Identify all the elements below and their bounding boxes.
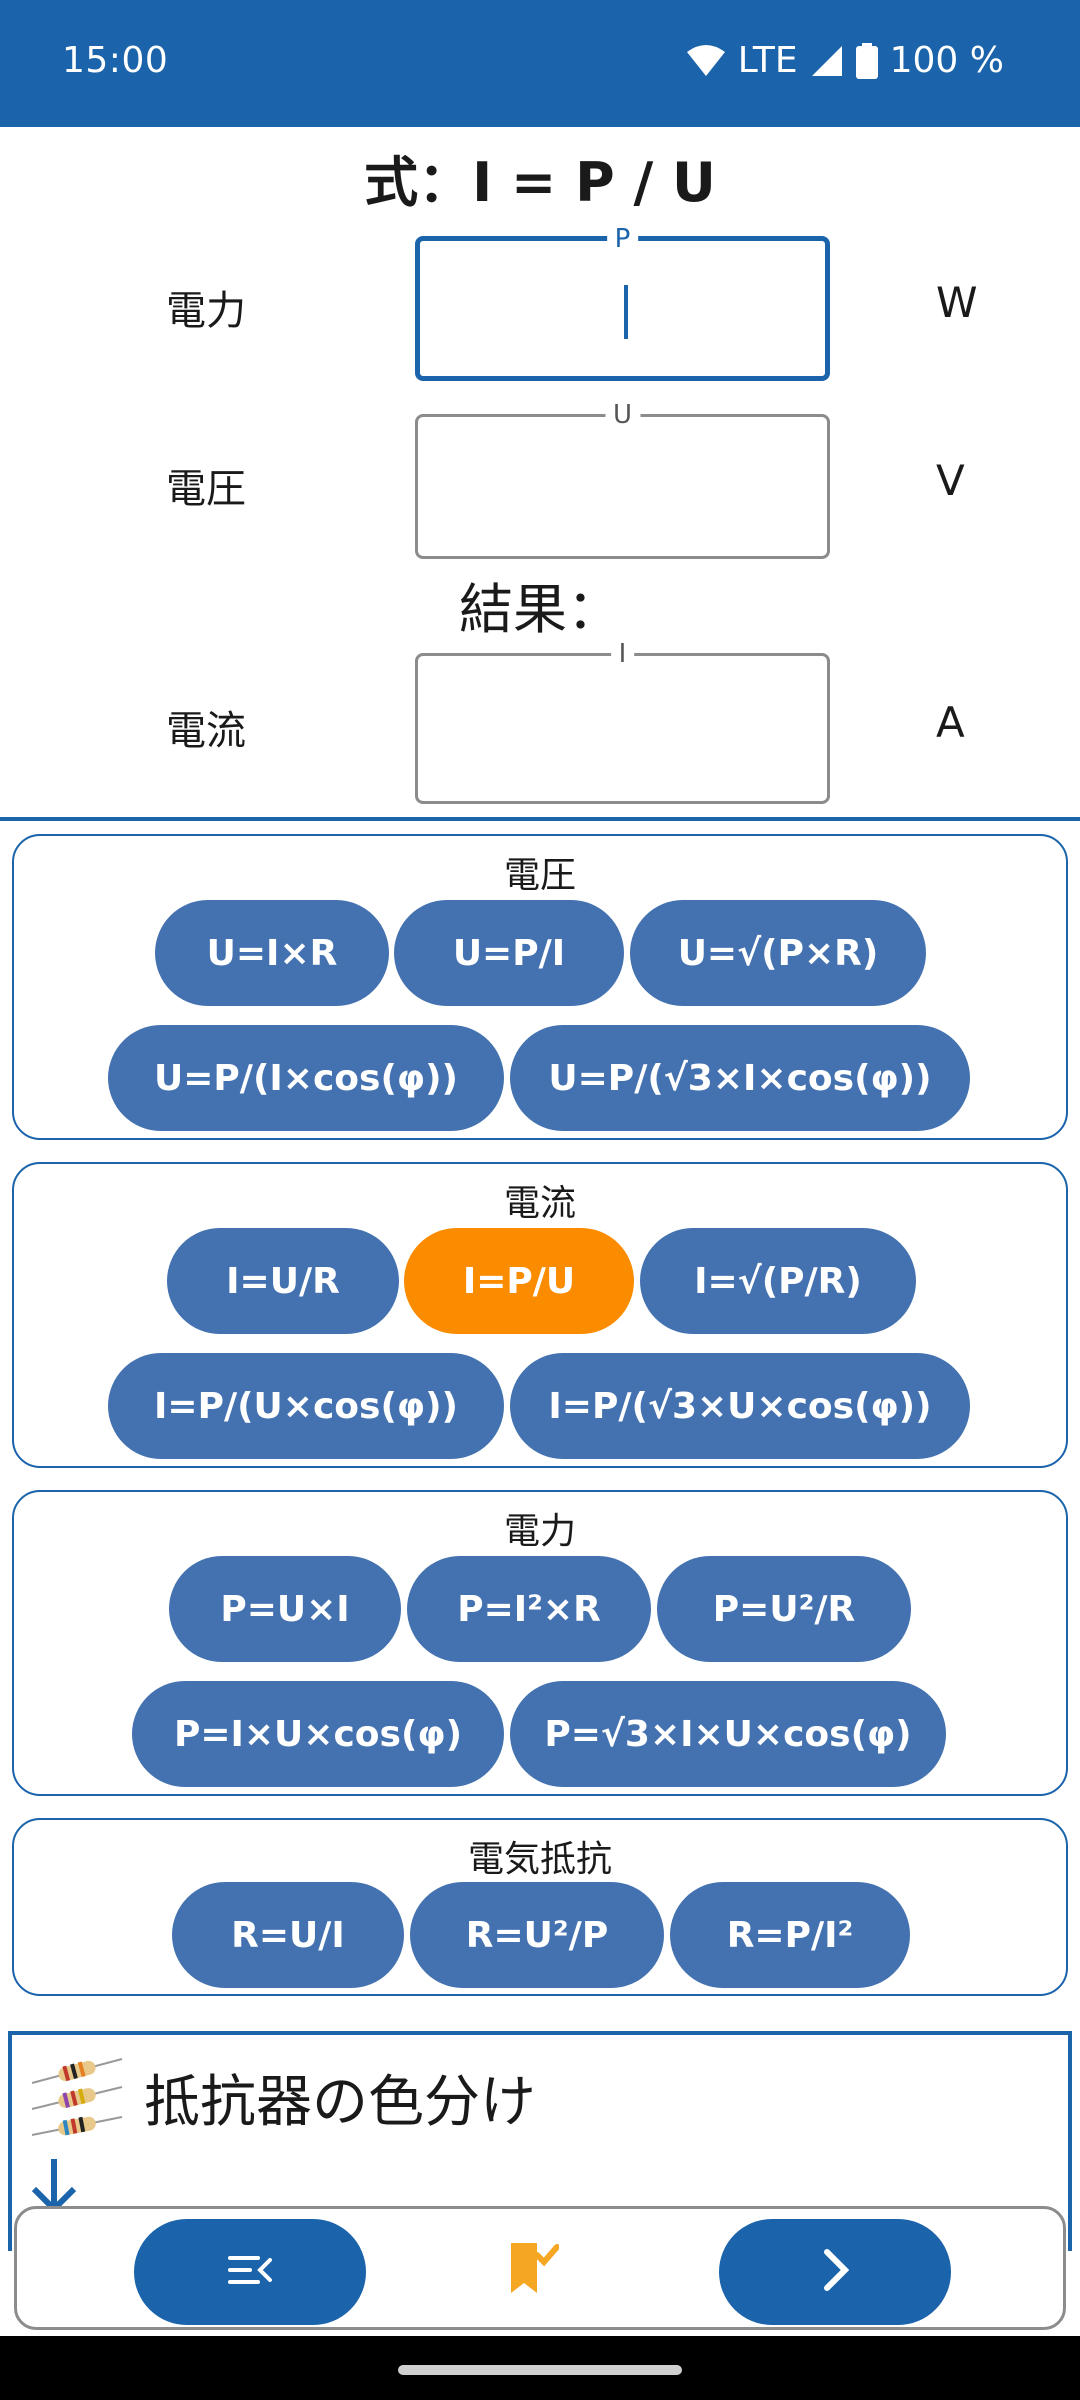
current-output-legend: I [610, 640, 635, 668]
battery-level: 100 % [889, 40, 1004, 81]
formula-chip[interactable]: P=U²/R [657, 1556, 911, 1662]
divider [0, 817, 1080, 821]
bookmark-button[interactable] [507, 2237, 560, 2303]
formula-chip[interactable]: U=P/(√3×I×cos(φ)) [510, 1025, 970, 1131]
power-label: 電力 [166, 288, 246, 334]
formula-chip[interactable]: U=P/I [394, 900, 624, 1006]
menu-button[interactable] [134, 2219, 366, 2325]
group-title: 電圧 [503, 855, 576, 896]
formula-chip[interactable]: R=U/I [172, 1882, 404, 1988]
formula-chip[interactable]: I=√(P/R) [640, 1228, 916, 1334]
group-title: 電流 [503, 1183, 576, 1224]
formula-chip[interactable]: I=P/(√3×U×cos(φ)) [510, 1353, 970, 1459]
bookmark-check-icon [507, 2243, 560, 2303]
formula-chip[interactable]: P=I²×R [407, 1556, 651, 1662]
current-output: I [415, 640, 830, 804]
formula-chip[interactable]: U=P/(I×cos(φ)) [108, 1025, 504, 1131]
power-unit: W [936, 278, 978, 327]
status-bar: 15:00 LTE 100 % [0, 0, 1080, 127]
power-formula-group: 電力 P=U×I P=I²×R P=U²/R P=I×U×cos(φ) P=√3… [12, 1490, 1068, 1796]
formula-chip[interactable]: I=U/R [167, 1228, 399, 1334]
status-icons: LTE 100 % [686, 40, 1004, 81]
formula-chip[interactable]: R=P/I² [670, 1882, 910, 1988]
resistance-formula-group: 電気抵抗 R=U/I R=U²/P R=P/I² [12, 1818, 1068, 1996]
result-label: 結果： [459, 578, 621, 641]
voltage-input-legend: U [604, 401, 641, 429]
next-button[interactable] [719, 2219, 951, 2325]
formula-chip-selected[interactable]: I=P/U [404, 1228, 634, 1334]
resistor-card-title: 抵抗器の色分け [144, 2070, 536, 2135]
chevron-right-icon [819, 2246, 851, 2298]
voltage-formula-group: 電圧 U=I×R U=P/I U=√(P×R) U=P/(I×cos(φ)) U… [12, 834, 1068, 1140]
voltage-input[interactable]: U [415, 401, 830, 559]
power-input-legend: P [606, 225, 639, 253]
formula-chip[interactable]: U=√(P×R) [630, 900, 926, 1006]
formula-chip[interactable]: P=U×I [169, 1556, 401, 1662]
formula-chip[interactable]: U=I×R [155, 900, 389, 1006]
wifi-icon [686, 44, 726, 78]
signal-icon [810, 44, 844, 78]
status-time: 15:00 [62, 40, 169, 81]
current-unit: A [936, 698, 965, 747]
formula-chip[interactable]: P=I×U×cos(φ) [132, 1681, 504, 1787]
group-title: 電力 [503, 1511, 576, 1552]
voltage-label: 電圧 [166, 466, 246, 512]
power-input[interactable]: P [415, 225, 830, 381]
group-title: 電気抵抗 [467, 1839, 612, 1880]
current-formula-group: 電流 I=U/R I=P/U I=√(P/R) I=P/(U×cos(φ)) I… [12, 1162, 1068, 1468]
network-type: LTE [737, 40, 798, 81]
formula-chip[interactable]: I=P/(U×cos(φ)) [108, 1353, 504, 1459]
battery-icon [855, 42, 878, 79]
formula-title: 式：I = P / U [364, 151, 716, 214]
resistor-icon [26, 2047, 136, 2151]
menu-collapse-icon [226, 2252, 274, 2292]
voltage-unit: V [936, 456, 965, 505]
formula-chip[interactable]: R=U²/P [410, 1882, 664, 1988]
bottom-nav [14, 2206, 1066, 2330]
current-label: 電流 [166, 708, 246, 754]
home-indicator[interactable] [398, 2365, 682, 2375]
text-cursor [624, 285, 628, 339]
formula-chip[interactable]: P=√3×I×U×cos(φ) [510, 1681, 946, 1787]
